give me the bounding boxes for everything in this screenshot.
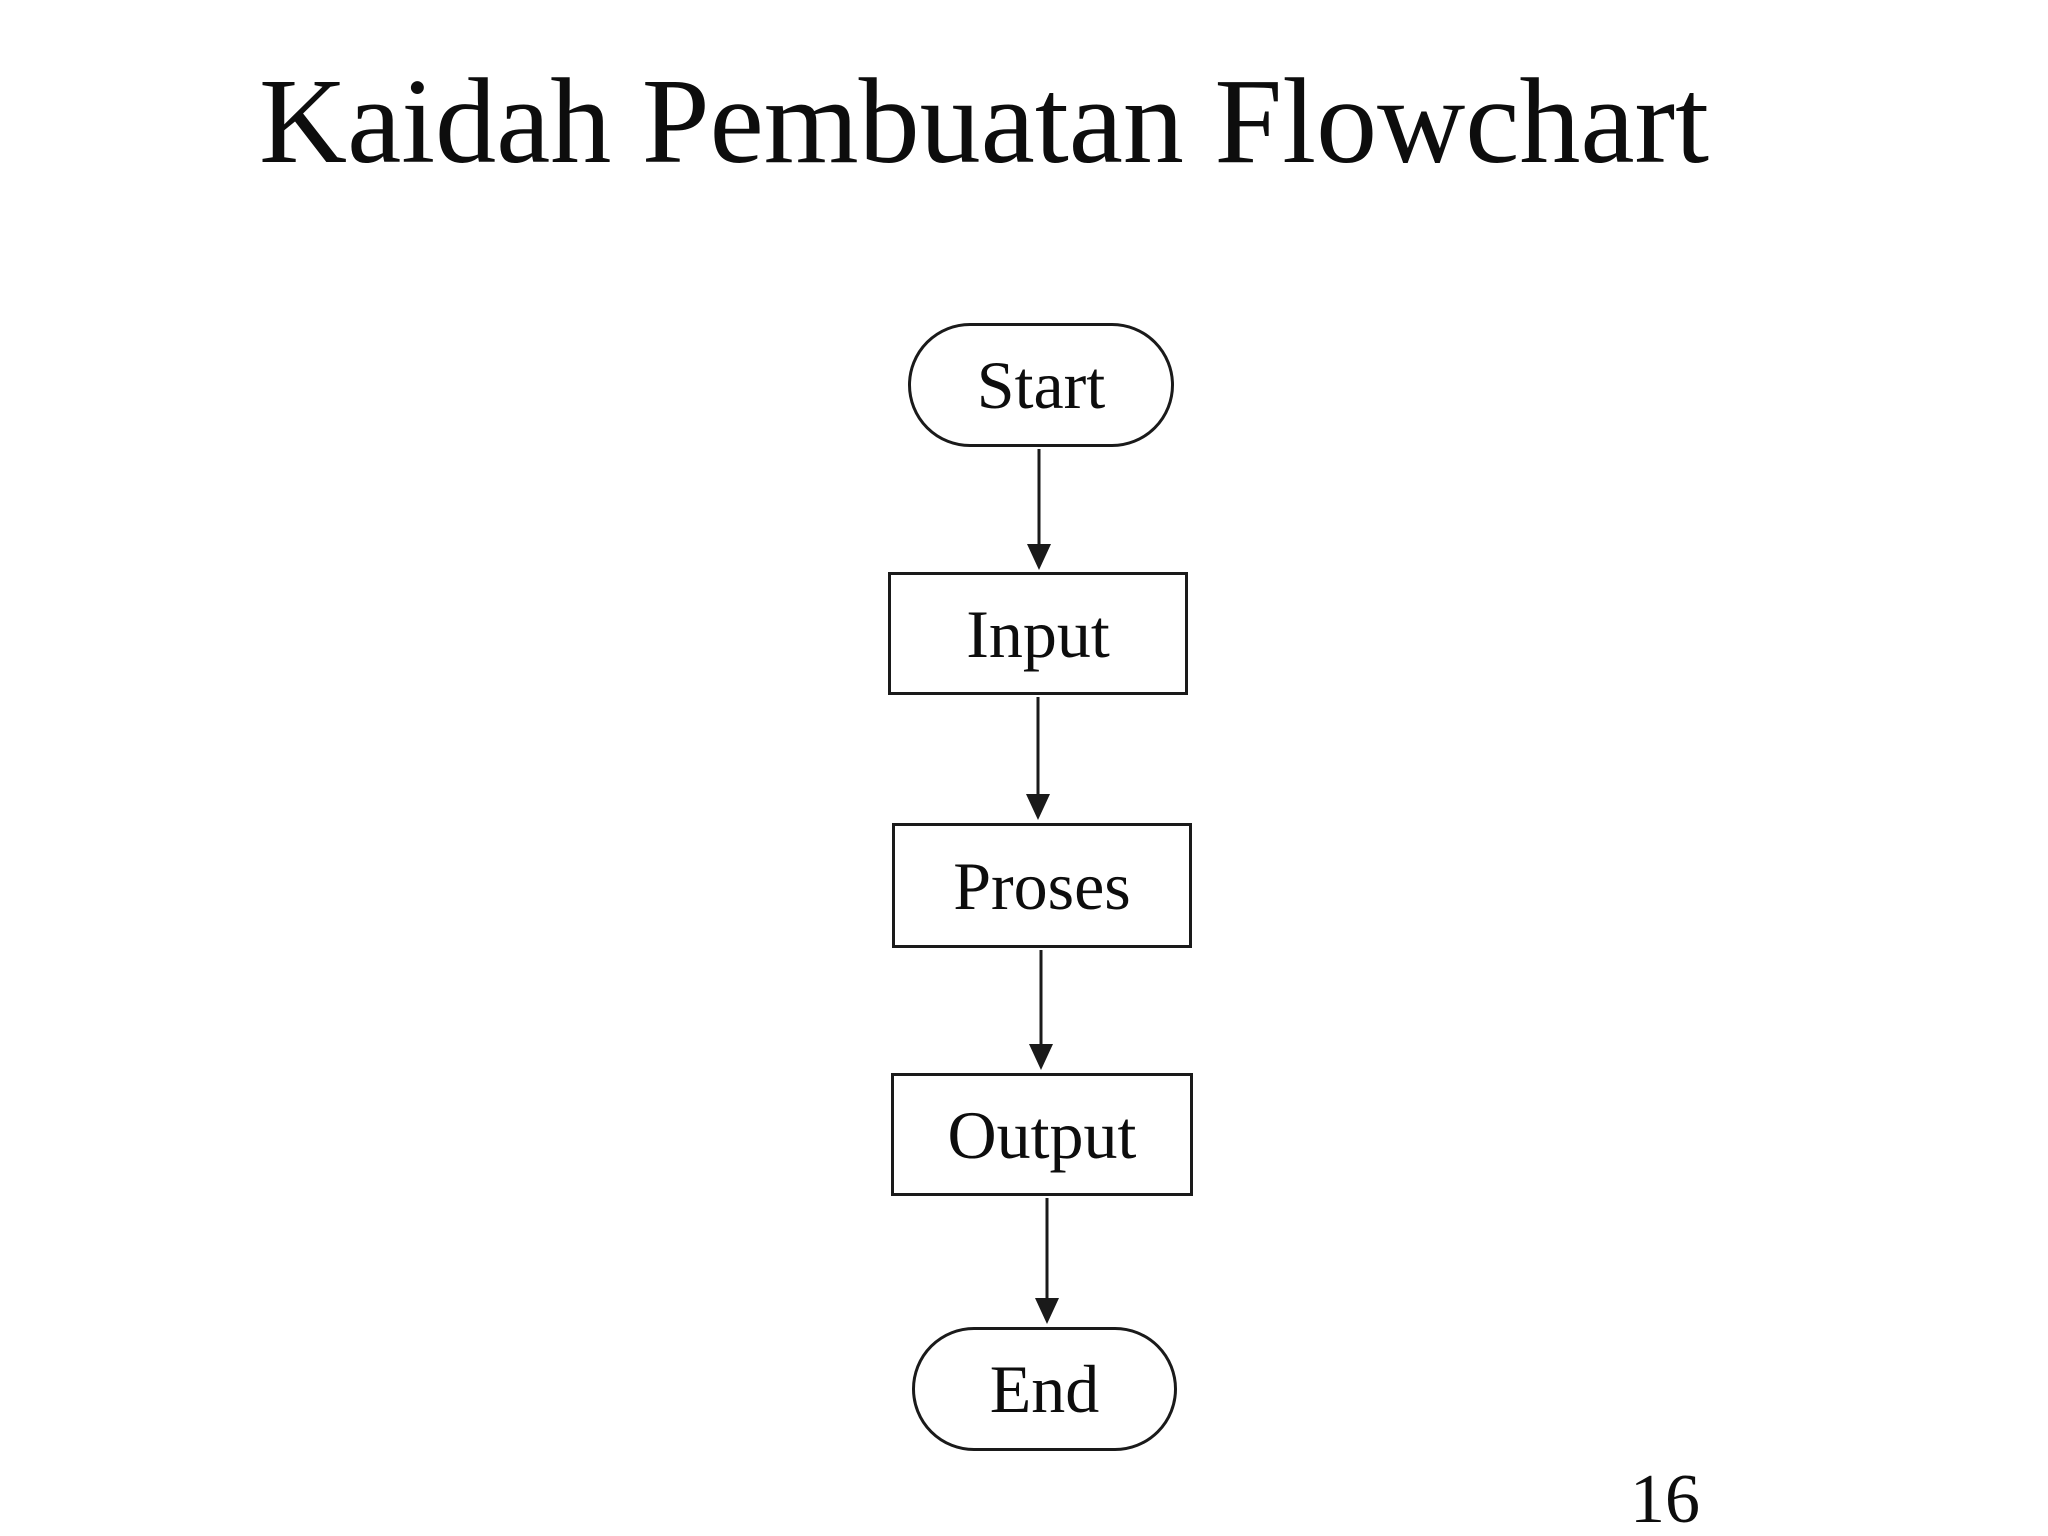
flowchart-node-proses: Proses <box>892 823 1192 948</box>
node-label-output: Output <box>947 1096 1137 1173</box>
flowchart-node-input: Input <box>888 572 1188 695</box>
node-label-start: Start <box>976 347 1106 423</box>
flowchart-node-start: Start <box>908 323 1174 447</box>
node-label-input: Input <box>966 595 1110 672</box>
arrow-start-to-input <box>1027 449 1051 570</box>
node-label-proses: Proses <box>953 847 1131 924</box>
flowchart-node-end: End <box>912 1327 1177 1451</box>
arrow-input-to-proses <box>1026 697 1050 820</box>
node-label-end: End <box>989 1351 1100 1427</box>
arrow-proses-to-output <box>1029 950 1053 1070</box>
arrow-output-to-end <box>1035 1198 1059 1324</box>
page-number: 16 <box>1630 1461 1700 1536</box>
flowchart-node-output: Output <box>891 1073 1193 1196</box>
slide-title: Kaidah Pembuatan Flowchart <box>258 54 1710 189</box>
